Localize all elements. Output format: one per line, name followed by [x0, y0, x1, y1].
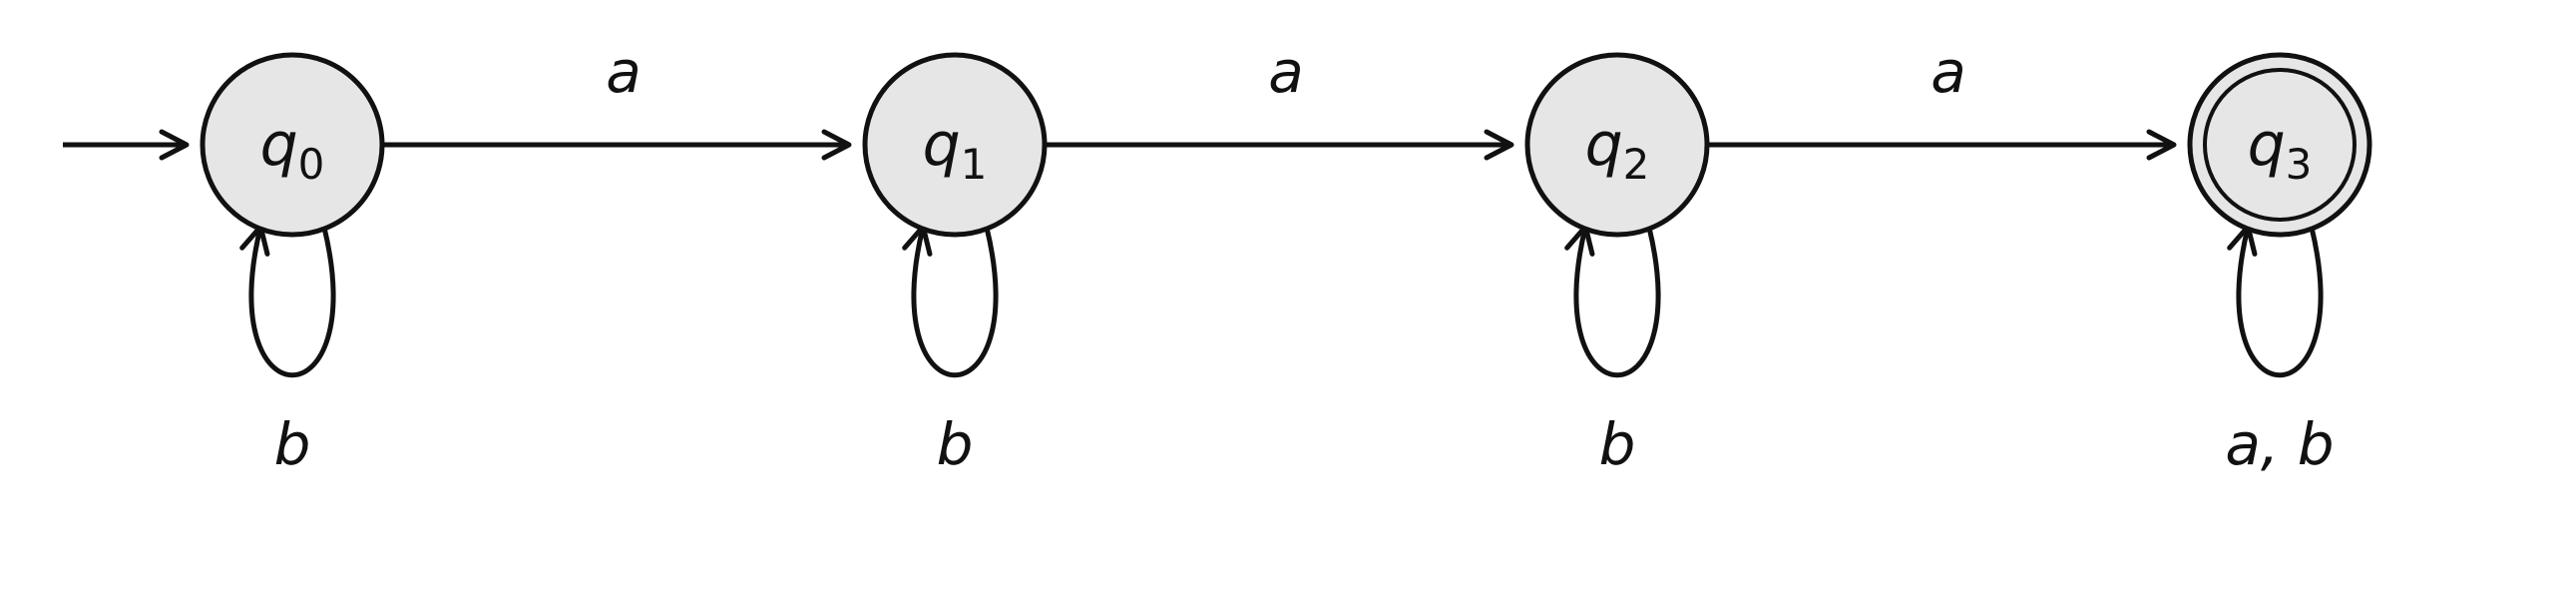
state-q3-label: q3 [2248, 110, 2313, 189]
transition-q0-q1: a [382, 38, 852, 161]
self-loop-q2: b [1564, 224, 1661, 478]
transition-q1-q2-label: a [1268, 38, 1304, 106]
state-q2: q2 [1524, 52, 1710, 238]
self-loop-q3-arrow [2227, 224, 2324, 378]
state-q3-circle [2187, 52, 2372, 238]
transition-q1-q2: a [1045, 38, 1514, 161]
self-loop-q1-arrow [902, 224, 999, 378]
self-loop-q1: b [902, 224, 999, 478]
state-q3: q3 [2187, 52, 2372, 238]
transition-q0-q1-label: a [606, 38, 642, 106]
self-loop-q1-label: b [937, 410, 974, 478]
state-q0: q0 [200, 52, 385, 238]
self-loop-q3-label: a, b [2225, 410, 2334, 478]
state-q2-label: q2 [1585, 110, 1650, 189]
self-loop-q2-arrow [1564, 224, 1661, 378]
self-loop-q2-label: b [1599, 410, 1636, 478]
state-q1-label: q1 [923, 110, 988, 189]
transition-q2-q3-label: a [1931, 38, 1966, 106]
self-loop-q0: b [239, 224, 336, 478]
state-q3-accepting-ring [2203, 68, 2357, 222]
self-loop-q0-arrow [239, 224, 336, 378]
state-q1: q1 [862, 52, 1048, 238]
transition-q2-q3: a [1707, 38, 2177, 161]
state-q1-circle [862, 52, 1048, 238]
state-q0-label: q0 [260, 110, 325, 189]
self-loop-q0-label: b [274, 410, 311, 478]
state-q2-circle [1524, 52, 1710, 238]
state-q0-circle [200, 52, 385, 238]
self-loop-q3: a, b [2225, 224, 2335, 478]
